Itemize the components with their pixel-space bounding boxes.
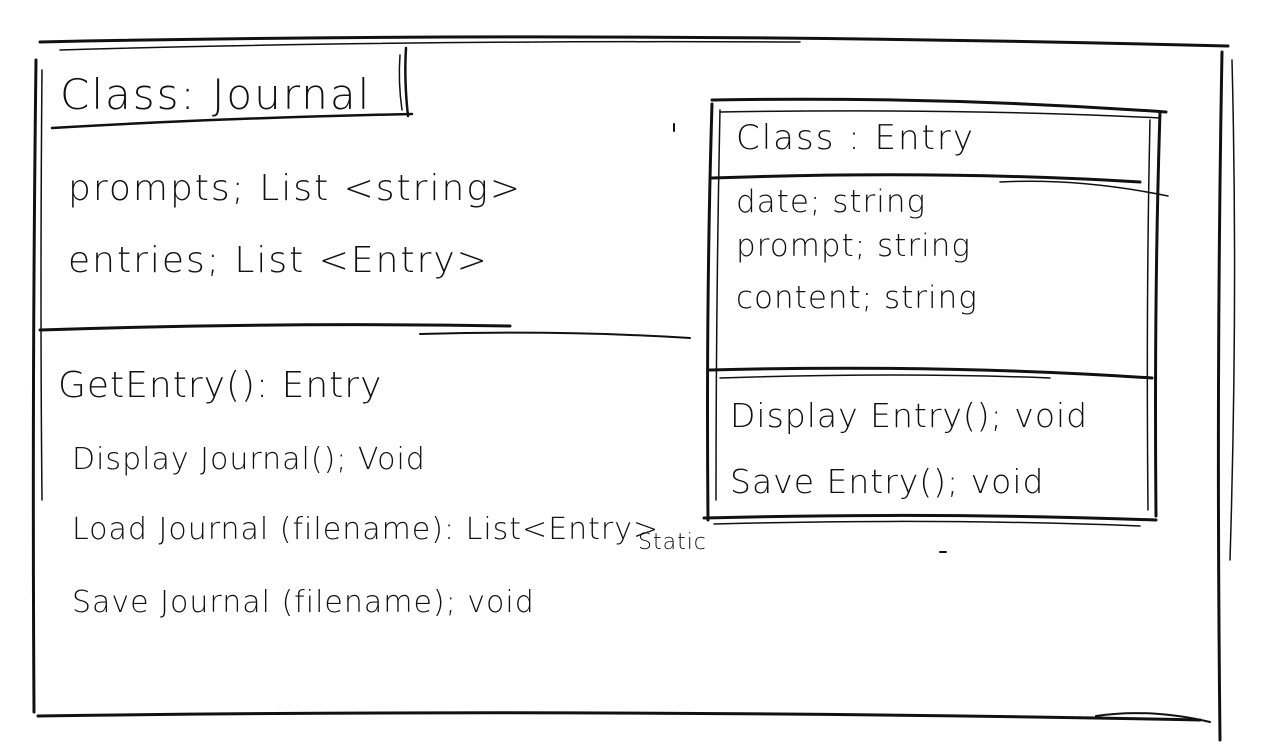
journal-divider xyxy=(38,323,691,339)
entry-attribute-date: date; string xyxy=(736,184,927,220)
entry-method-save-entry: Save Entry(); void xyxy=(730,462,1045,501)
entry-class-box xyxy=(702,97,1169,527)
journal-class-title: Class: Journal xyxy=(60,70,372,119)
entry-attribute-content: content; string xyxy=(736,280,978,316)
entry-method-display-entry: Display Entry(); void xyxy=(730,396,1089,435)
static-note: Static xyxy=(638,530,707,555)
journal-method-get-entry: GetEntry(): Entry xyxy=(58,365,383,406)
journal-method-display-journal: Display Journal(); Void xyxy=(72,442,426,477)
journal-method-save-journal: Save Journal (filename); void xyxy=(72,585,535,620)
journal-method-load-journal: Load Journal (filename): List<Entry> xyxy=(72,512,660,547)
entry-class-title: Class : Entry xyxy=(736,118,975,158)
entry-attribute-prompt: prompt; string xyxy=(736,228,971,264)
outer-frame xyxy=(31,35,1236,742)
journal-attribute-prompts: prompts; List <string> xyxy=(68,168,523,209)
journal-title-box xyxy=(50,46,414,130)
journal-attribute-entries: entries; List <Entry> xyxy=(68,240,489,281)
